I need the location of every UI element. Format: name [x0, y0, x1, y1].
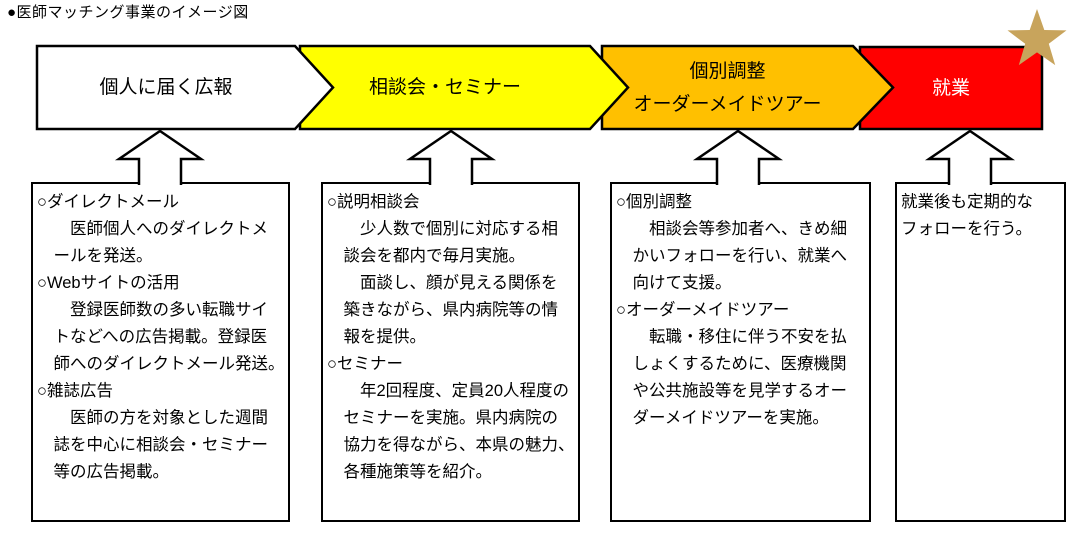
stage1-label-text: 個人に届く広報: [99, 77, 233, 98]
text-line: 報を提供。: [327, 328, 427, 346]
text-line: 誌を中心に相談会・セミナー: [37, 436, 269, 454]
text-line: 転職・移住に伴う不安を払: [616, 328, 847, 346]
text-line: ○雑誌広告: [37, 382, 113, 400]
text-line: セミナーを実施。県内病院の: [327, 409, 559, 427]
text-line: 等の広告掲載。: [37, 463, 170, 481]
stage1-label: 個人に届く広報: [37, 46, 295, 129]
text-line: 医師の方を対象とした週間: [37, 409, 268, 427]
up-arrow-stage4: [924, 129, 1016, 185]
stage4-detail-box: 就業後も定期的なフォローを行う。: [895, 182, 1066, 522]
text-line: 相談会等参加者へ、きめ細: [616, 220, 847, 238]
text-line: 師へのダイレクトメール発送。: [37, 355, 285, 373]
text-line: ○ダイレクトメール: [37, 193, 179, 211]
text-line: 少人数で個別に対応する相: [327, 220, 558, 238]
text-line: 就業後も定期的な: [901, 193, 1033, 211]
stage4-label: 就業: [860, 47, 1042, 129]
up-arrow-stage2: [405, 129, 497, 185]
stage3-label: 個別調整 オーダーメイドツアー: [602, 46, 853, 129]
up-arrow-stage3: [692, 129, 784, 185]
text-line: ○Webサイトの活用: [37, 274, 180, 292]
text-line: 登録医師数の多い転職サイ: [37, 301, 268, 319]
text-line: ールを発送。: [37, 247, 153, 265]
text-line: ○説明相談会: [327, 193, 420, 211]
text-line: 医師個人へのダイレクトメ: [37, 220, 268, 238]
stage2-label-text: 相談会・セミナー: [368, 77, 521, 98]
stage3-detail-box: ○個別調整 相談会等参加者へ、きめ細 かいフォローを行い、就業へ 向けて支援。 ○…: [610, 182, 871, 522]
text-line: ○オーダーメイドツアー: [616, 301, 790, 319]
text-line: 築きながら、県内病院等の情: [327, 301, 559, 319]
text-line: や公共施設等を見学するオー: [616, 382, 848, 400]
text-line: ○セミナー: [327, 355, 403, 373]
text-line: フォローを行う。: [901, 220, 1033, 238]
stage4-label-text: 就業: [931, 77, 970, 99]
text-line: 各種施策等を紹介。: [327, 463, 493, 481]
text-line: 協力を得ながら、本県の魅力、: [327, 436, 575, 454]
stage2-detail-box: ○説明相談会 少人数で個別に対応する相 談会を都内で毎月実施。 面談し、顔が見え…: [321, 182, 580, 522]
text-line: 向けて支援。: [616, 274, 732, 292]
text-line: しょくするために、医療機関: [616, 355, 847, 373]
text-line: 談会を都内で毎月実施。: [327, 247, 526, 265]
up-arrow-stage1: [114, 129, 206, 185]
text-line: 面談し、顔が見える関係を: [327, 274, 558, 292]
text-line: トなどへの広告掲載。登録医: [37, 328, 268, 346]
stage3-label-line2: オーダーメイドツアー: [633, 93, 822, 115]
text-line: ダーメイドツアーを実施。: [616, 409, 829, 427]
stage1-detail-box: ○ダイレクトメール 医師個人へのダイレクトメ ールを発送。○Webサイトの活用 …: [31, 182, 290, 522]
text-line: 年2回程度、定員20人程度の: [327, 382, 570, 400]
text-line: かいフォローを行い、就業へ: [616, 247, 848, 265]
stage3-label-line1: 個別調整: [689, 60, 766, 82]
page-title: ●医師マッチング事業のイメージ図: [7, 4, 249, 21]
stage2-label: 相談会・セミナー: [300, 46, 590, 129]
text-line: ○個別調整: [616, 193, 692, 211]
